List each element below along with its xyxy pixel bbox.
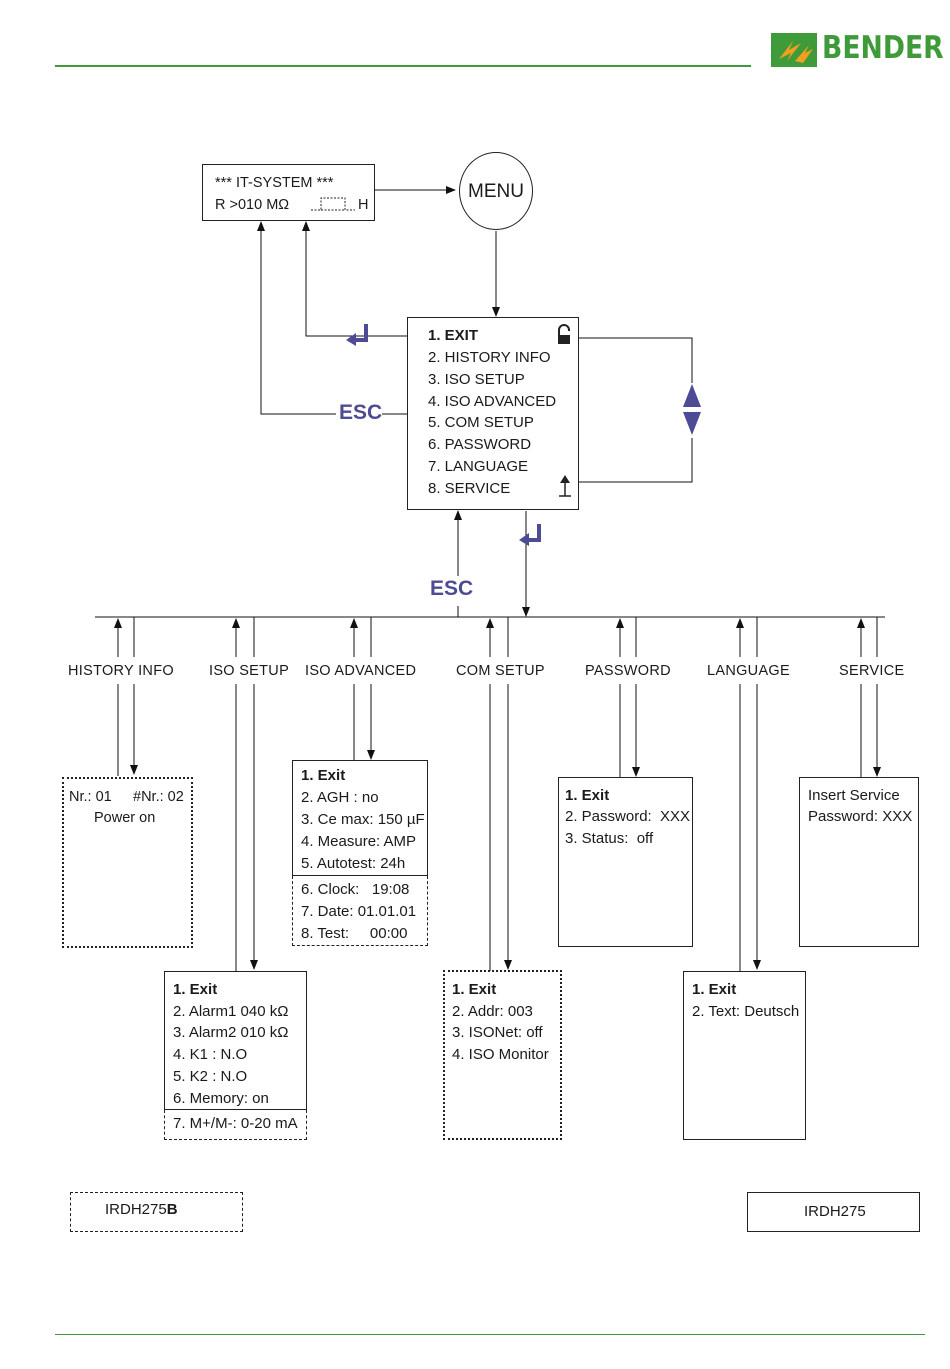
bender-logo-icon: [771, 33, 817, 67]
history-event: Power on: [94, 810, 156, 826]
main-menu-item[interactable]: 6. PASSWORD: [428, 436, 532, 453]
main-menu-item[interactable]: 1. EXIT: [428, 327, 479, 344]
iso-advanced-extra-item[interactable]: 8. Test: 00:00: [301, 925, 408, 942]
main-menu-item[interactable]: 4. ISO ADVANCED: [428, 393, 557, 410]
brand-name: BENDER: [822, 30, 944, 66]
language-item[interactable]: 2. Text: Deutsch: [692, 1003, 800, 1020]
main-menu-item[interactable]: 3. ISO SETUP: [428, 371, 525, 388]
service-line1: Insert Service: [808, 787, 900, 804]
main-menu: 1. EXIT 2. HISTORY INFO 3. ISO SETUP 4. …: [407, 317, 579, 510]
scroll-top-icon: [558, 474, 572, 498]
language-panel: 1. Exit 2. Text: Deutsch: [683, 971, 806, 1140]
category-language: LANGUAGE: [707, 663, 790, 679]
com-setup-panel: 1. Exit 2. Addr: 003 3. ISONet: off 4. I…: [443, 970, 562, 1140]
iso-setup-extra-item[interactable]: 7. M+/M-: 0-20 mA: [173, 1115, 298, 1132]
esc-label: ESC: [430, 577, 474, 600]
main-menu-item[interactable]: 7. LANGUAGE: [428, 458, 529, 475]
iso-advanced-extra-item[interactable]: 7. Date: 01.01.01: [301, 903, 417, 920]
iso-advanced-extra-panel: 6. Clock: 19:08 7. Date: 01.01.01 8. Tes…: [292, 876, 428, 946]
password-item[interactable]: 2. Password: XXX: [565, 808, 691, 825]
category-password: PASSWORD: [585, 663, 671, 679]
header-rule: [55, 65, 751, 67]
esc-label: ESC: [339, 401, 383, 424]
main-menu-item[interactable]: 2. HISTORY INFO: [428, 349, 551, 366]
status-display: *** IT-SYSTEM *** R >010 MΩ H: [202, 164, 375, 221]
com-setup-item[interactable]: 3. ISONet: off: [452, 1024, 543, 1041]
history-nr: Nr.: 01: [69, 789, 112, 805]
iso-advanced-item[interactable]: 4. Measure: AMP: [301, 833, 417, 850]
iso-advanced-item[interactable]: 5. Autotest: 24h: [301, 855, 406, 872]
iso-advanced-item[interactable]: 1. Exit: [301, 767, 346, 784]
iso-setup-item[interactable]: 1. Exit: [173, 981, 218, 998]
iso-setup-item[interactable]: 3. Alarm2 010 kΩ: [173, 1024, 289, 1041]
menu-button[interactable]: MENU: [459, 152, 533, 230]
category-iso-setup: ISO SETUP: [209, 663, 290, 679]
unlock-icon: [556, 324, 572, 346]
status-line1: *** IT-SYSTEM ***: [215, 175, 334, 191]
menu-button-label: MENU: [468, 181, 524, 202]
iso-advanced-extra-item[interactable]: 6. Clock: 19:08: [301, 881, 410, 898]
status-suffix: H: [358, 197, 369, 213]
password-panel: 1. Exit 2. Password: XXX 3. Status: off: [558, 777, 693, 947]
com-setup-item[interactable]: 4. ISO Monitor: [452, 1046, 549, 1063]
pulse-signal-icon: [309, 195, 355, 213]
legend-variant-b: IRDH275B: [70, 1192, 243, 1232]
up-down-arrows-icon: [681, 383, 703, 437]
status-line2: R >010 MΩ: [215, 197, 290, 213]
history-hash-nr: #Nr.: 02: [133, 789, 184, 805]
legend-variant-b-label: IRDH275B: [105, 1201, 178, 1219]
service-line2: Password: XXX: [808, 808, 913, 825]
com-setup-item[interactable]: 2. Addr: 003: [452, 1003, 533, 1020]
com-setup-item[interactable]: 1. Exit: [452, 981, 497, 998]
iso-advanced-panel: 1. Exit 2. AGH : no 3. Ce max: 150 µF 4.…: [292, 760, 428, 876]
legend-variant-b-prefix: IRDH275: [105, 1201, 167, 1218]
language-item[interactable]: 1. Exit: [692, 981, 737, 998]
iso-setup-item[interactable]: 4. K1 : N.O: [173, 1046, 248, 1063]
iso-setup-panel: 1. Exit 2. Alarm1 040 kΩ 3. Alarm2 010 k…: [164, 971, 307, 1110]
category-com-setup: COM SETUP: [456, 663, 545, 679]
password-item[interactable]: 3. Status: off: [565, 830, 654, 847]
iso-advanced-item[interactable]: 2. AGH : no: [301, 789, 379, 806]
service-panel: Insert Service Password: XXX: [799, 777, 919, 947]
iso-setup-item[interactable]: 6. Memory: on: [173, 1090, 269, 1107]
iso-advanced-item[interactable]: 3. Ce max: 150 µF: [301, 811, 425, 828]
iso-setup-extra-panel: 7. M+/M-: 0-20 mA: [164, 1110, 307, 1140]
enter-icon: [518, 522, 544, 546]
legend-variant-standard-label: IRDH275: [804, 1203, 866, 1220]
category-iso-advanced: ISO ADVANCED: [305, 663, 417, 679]
main-menu-item[interactable]: 5. COM SETUP: [428, 414, 534, 431]
legend-variant-standard: IRDH275: [747, 1192, 920, 1232]
enter-icon: [345, 322, 371, 346]
main-menu-item[interactable]: 8. SERVICE: [428, 480, 511, 497]
password-item[interactable]: 1. Exit: [565, 787, 610, 804]
category-history-info: HISTORY INFO: [68, 663, 174, 679]
history-info-panel: Nr.: 01 #Nr.: 02 Power on: [62, 777, 193, 948]
category-service: SERVICE: [839, 663, 905, 679]
footer-rule: [55, 1334, 925, 1335]
legend-variant-b-suffix: B: [166, 1201, 178, 1218]
iso-setup-item[interactable]: 5. K2 : N.O: [173, 1068, 248, 1085]
iso-setup-item[interactable]: 2. Alarm1 040 kΩ: [173, 1003, 289, 1020]
